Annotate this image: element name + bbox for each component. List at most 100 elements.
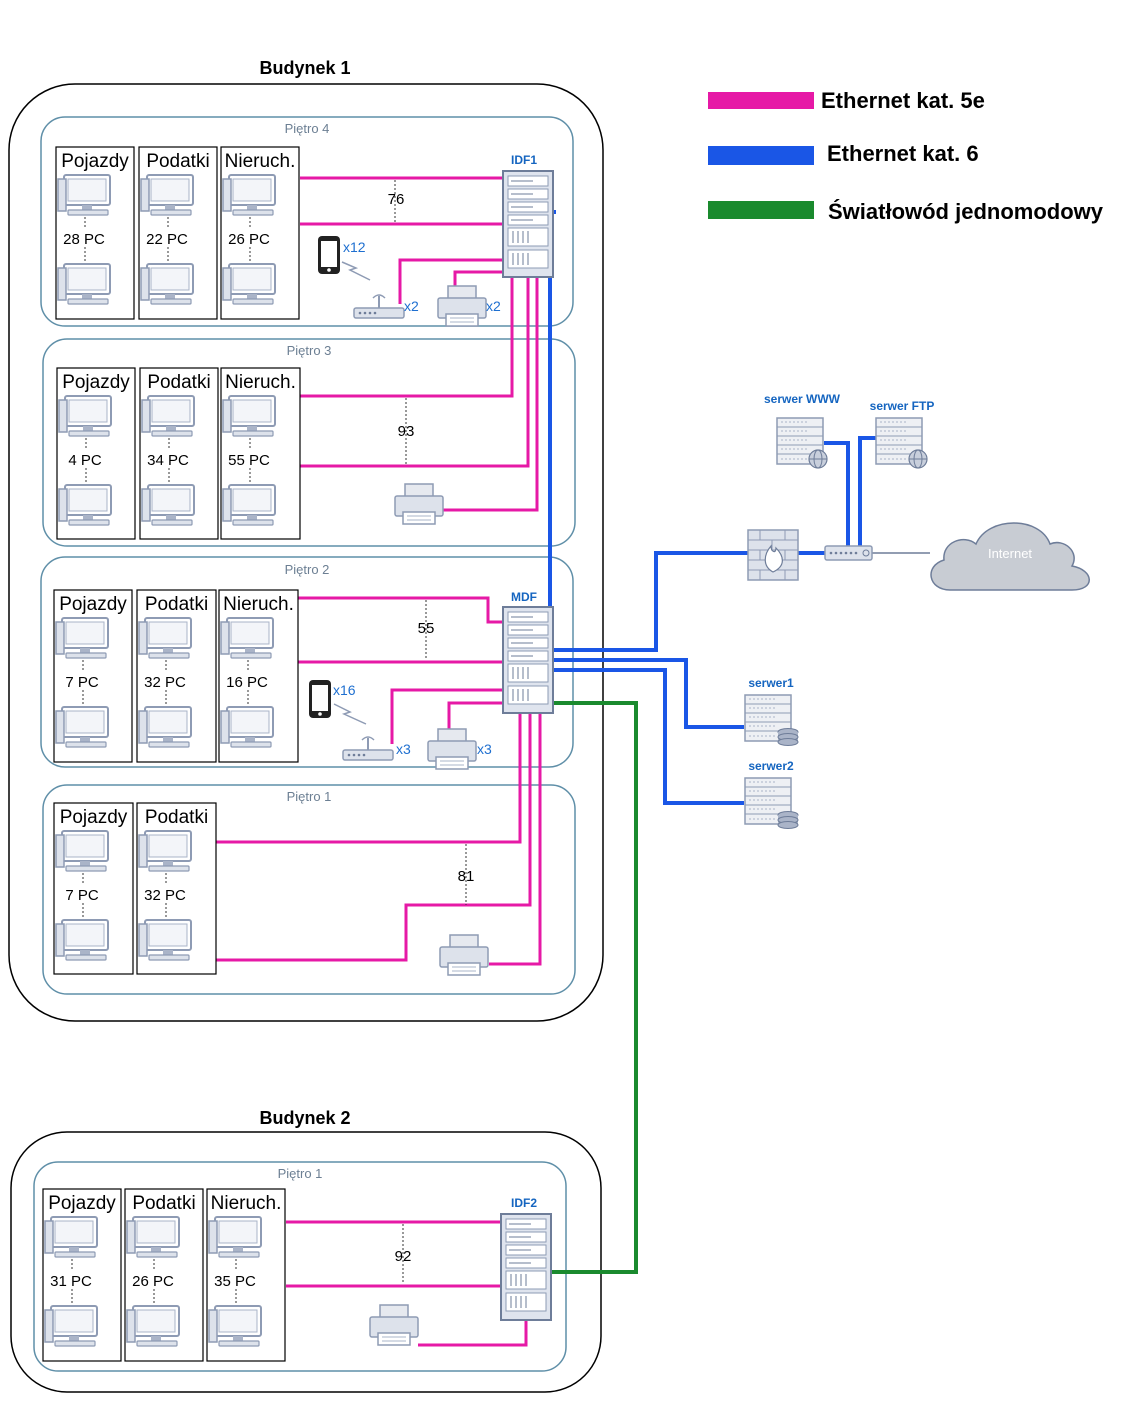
- pc-count: 7 PC: [65, 674, 99, 691]
- floor-label: Piętro 2: [285, 562, 330, 577]
- department-name: Nieruch.: [225, 151, 296, 172]
- server-ftp-label: serwer FTP: [870, 399, 935, 413]
- floor-label: Piętro 3: [287, 343, 332, 358]
- server-1-label: serwer1: [748, 676, 794, 690]
- pc-count: 32 PC: [144, 887, 186, 904]
- b1f2-wireless: x16 x3 x3: [309, 680, 492, 770]
- server-rack-icon: [502, 170, 554, 278]
- printer-icon: [437, 285, 487, 327]
- pc-count: 31 PC: [50, 1273, 92, 1290]
- router-icon: [824, 545, 873, 561]
- wireless-access-point-icon: [342, 736, 394, 761]
- cables-cat5e: [216, 176, 542, 1347]
- server-ftp[interactable]: serwer FTP: [870, 399, 935, 469]
- floor-b2-1: Piętro 1: [33, 1161, 567, 1372]
- printer-icon: [369, 1304, 419, 1346]
- server-www[interactable]: serwer WWW: [764, 392, 841, 469]
- floor-b1-3: Piętro 3: [42, 338, 576, 547]
- floor-b1-4: Piętro 4: [40, 116, 574, 327]
- pc-count: 55 PC: [228, 452, 270, 469]
- printer-icon: [394, 483, 444, 525]
- cloud-icon: [930, 522, 1090, 591]
- pc-count: 22 PC: [146, 231, 188, 248]
- department-box: Pojazdy 28 PC: [55, 146, 135, 320]
- printer-icon: [439, 934, 489, 976]
- legend: Ethernet kat. 5e Ethernet kat. 6 Światło…: [708, 88, 1104, 224]
- pc-count: 35 PC: [214, 1273, 256, 1290]
- run-length-b2f1: 92: [395, 1248, 412, 1265]
- smartphone-icon: [309, 680, 331, 718]
- department-name: Pojazdy: [60, 807, 128, 828]
- server-2[interactable]: serwer2: [744, 759, 799, 829]
- ap-count: x2: [404, 298, 419, 314]
- department-name: Podatki: [145, 807, 208, 828]
- legend-swatch-fiber: [708, 201, 814, 219]
- rack-idf1-label: IDF1: [511, 153, 537, 167]
- server-rack-icon: [500, 1213, 552, 1321]
- department-name: Pojazdy: [48, 1193, 116, 1214]
- department-name: Podatki: [132, 1193, 195, 1214]
- server-www-label: serwer WWW: [764, 392, 841, 406]
- department-name: Podatki: [147, 372, 210, 393]
- disk-icon: [777, 811, 799, 829]
- printer-count: x3: [477, 741, 492, 757]
- legend-label-fiber: Światłowód jednomodowy: [828, 199, 1104, 224]
- wireless-access-point-icon: [353, 294, 405, 319]
- floor-b1-1: Piętro 1: [42, 784, 576, 995]
- disk-icon: [777, 728, 799, 746]
- rack-mdf[interactable]: MDF: [502, 590, 554, 714]
- globe-icon: [808, 449, 828, 469]
- building-1-title: Budynek 1: [259, 58, 350, 78]
- floor-label: Piętro 4: [285, 121, 330, 136]
- department-name: Pojazdy: [62, 372, 130, 393]
- smartphone-icon: [318, 236, 340, 274]
- building-2: Budynek 2: [10, 1108, 602, 1393]
- rack-idf2[interactable]: IDF2: [500, 1196, 552, 1321]
- department-name: Pojazdy: [61, 151, 129, 172]
- rack-mdf-label: MDF: [511, 590, 537, 604]
- run-markers: [394, 180, 467, 1284]
- pc-count: 34 PC: [147, 452, 189, 469]
- firewall[interactable]: [747, 529, 799, 581]
- cables-fiber: [552, 701, 638, 1274]
- pc-count: 32 PC: [144, 674, 186, 691]
- phone-count: x12: [343, 239, 366, 255]
- department-name: Nieruch.: [225, 372, 296, 393]
- run-length-b1f2: 55: [418, 620, 435, 637]
- department-box: Podatki 34 PC: [139, 367, 219, 540]
- legend-swatch-cat5e: [708, 92, 814, 109]
- run-length-b1f1: 81: [458, 868, 475, 885]
- printer-count: x2: [486, 298, 501, 314]
- run-length-b1f3: 93: [398, 423, 415, 440]
- legend-label-cat6: Ethernet kat. 6: [827, 141, 979, 166]
- phone-count: x16: [333, 682, 356, 698]
- server-rack-icon: [502, 606, 554, 714]
- cables-cat6: [546, 210, 877, 805]
- department-box: Nieruch. 35 PC: [206, 1188, 286, 1362]
- pc-count: 28 PC: [63, 231, 105, 248]
- server-1[interactable]: serwer1: [744, 676, 799, 746]
- ap-count: x3: [396, 741, 411, 757]
- department-box: Podatki 26 PC: [124, 1188, 204, 1362]
- department-box: Nieruch. 55 PC: [220, 367, 301, 540]
- router[interactable]: [824, 545, 873, 561]
- department-box: Nieruch.16 PC: [218, 589, 299, 763]
- pc-count: 26 PC: [228, 231, 270, 248]
- department-name: Nieruch.: [211, 1193, 282, 1214]
- department-box: Nieruch. 26 PC: [220, 146, 300, 320]
- b1f4-wireless: x12 x2 x2: [318, 236, 501, 327]
- internet-cloud[interactable]: Internet: [930, 522, 1090, 591]
- pc-count: 26 PC: [132, 1273, 174, 1290]
- department-box: Pojazdy 31 PC: [42, 1188, 122, 1362]
- department-box: Podatki 32 PC: [136, 802, 217, 975]
- legend-label-cat5e: Ethernet kat. 5e: [821, 88, 985, 113]
- rack-idf1[interactable]: IDF1: [502, 153, 554, 278]
- building-2-title: Budynek 2: [259, 1108, 350, 1128]
